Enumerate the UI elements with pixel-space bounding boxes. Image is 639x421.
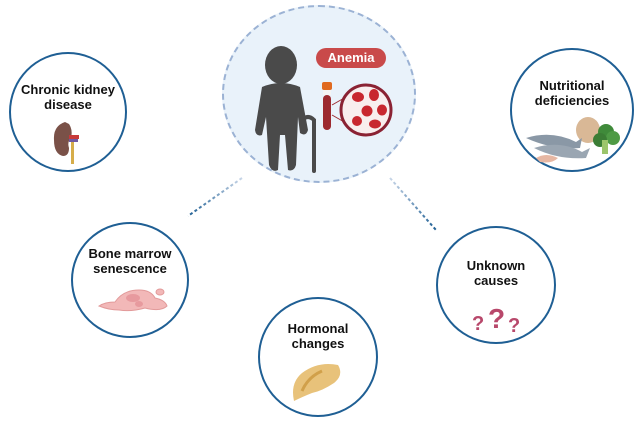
- label-line: deficiencies: [534, 93, 610, 108]
- label-line: Chronic kidney: [21, 82, 115, 97]
- node-label: Bone marrow senescence: [73, 246, 187, 276]
- svg-text:?: ?: [472, 313, 484, 335]
- red-blood-cells-magnified-icon: [339, 83, 393, 137]
- node-unknown-causes: Unknown causes ? ? ?: [436, 226, 556, 344]
- label-line: Nutritional: [539, 78, 605, 93]
- food-fish-egg-broccoli-shrimp-icon: [526, 117, 620, 163]
- question-marks-icon: ? ? ?: [472, 303, 520, 336]
- node-label: Nutritional deficiencies: [512, 78, 632, 108]
- svg-text:?: ?: [508, 315, 520, 336]
- svg-text:?: ?: [488, 303, 505, 334]
- label-line: Unknown: [466, 258, 526, 273]
- node-chronic-kidney-disease: Chronic kidney disease: [9, 52, 127, 172]
- label-line: causes: [473, 273, 519, 288]
- node-hormonal-changes: Hormonal changes: [258, 297, 378, 417]
- label-line: Hormonal: [287, 321, 349, 336]
- node-label: Hormonal changes: [260, 321, 376, 351]
- connector-marrow: [187, 177, 243, 217]
- label-line: disease: [44, 97, 92, 112]
- label-line: senescence: [93, 261, 167, 276]
- gland-icon: [293, 364, 341, 401]
- bone-marrow-tissue-icon: [97, 288, 168, 312]
- node-label: Unknown causes: [438, 258, 554, 288]
- node-bone-marrow-senescence: Bone marrow senescence: [71, 222, 189, 338]
- elderly-person-with-cane-icon: [255, 46, 316, 173]
- label-line: changes: [291, 336, 345, 351]
- label-line: Bone marrow: [88, 246, 172, 261]
- node-nutritional-deficiencies: Nutritional deficiencies: [510, 48, 634, 172]
- connector-unknown: [389, 177, 437, 231]
- kidney-icon: [53, 122, 79, 164]
- anemia-badge: Anemia: [316, 48, 386, 68]
- node-label: Chronic kidney disease: [11, 82, 125, 112]
- center-hub: [222, 5, 416, 183]
